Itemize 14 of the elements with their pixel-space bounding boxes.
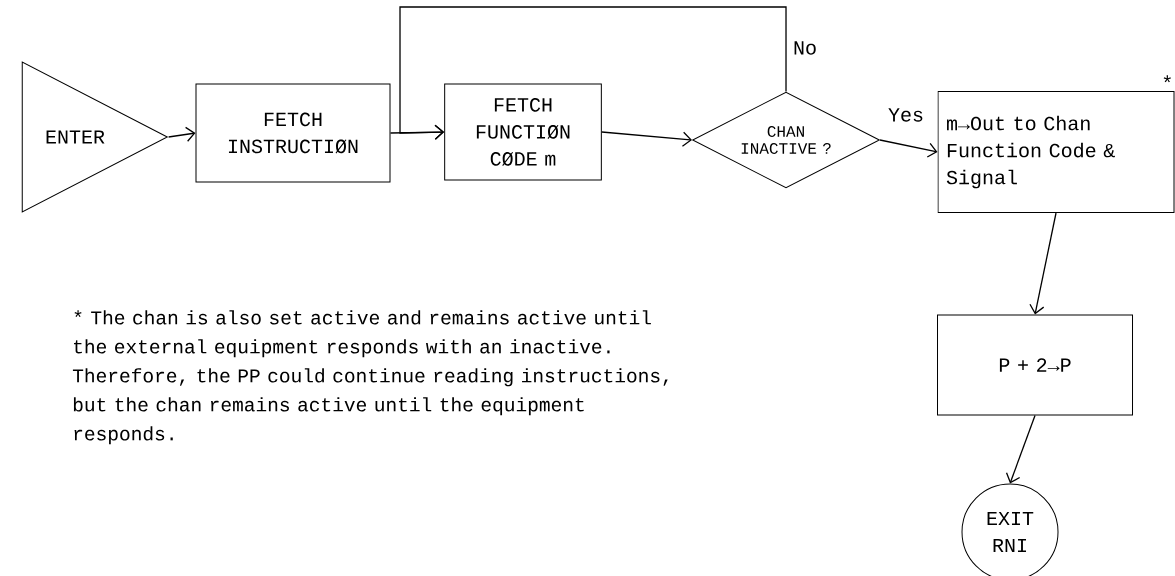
process-box: FETCH FUNCTIØN CØDE m [444, 83, 602, 181]
process-box: m→Out to Chan Function Code & Signal [937, 91, 1175, 213]
arrow [879, 139, 938, 158]
arrow [1005, 414, 1036, 484]
process-box: FETCH INSTRUCTIØN [195, 83, 391, 183]
edge-label: No [792, 40, 818, 56]
arrow [167, 126, 196, 142]
process-box: P + 2→P [937, 314, 1133, 416]
feedback-arrow [399, 6, 787, 140]
footnote-text: * The chan is also set active and remains active until the external equipment responds with an inactive. Therefore, the PP could continue reading instructions, but the chan remains active until the equipment responds. [72, 310, 668, 445]
arrow [1029, 212, 1057, 315]
edge-label: Yes [887, 107, 925, 123]
footnote-mark: * [1163, 75, 1171, 83]
arrow [601, 131, 692, 147]
